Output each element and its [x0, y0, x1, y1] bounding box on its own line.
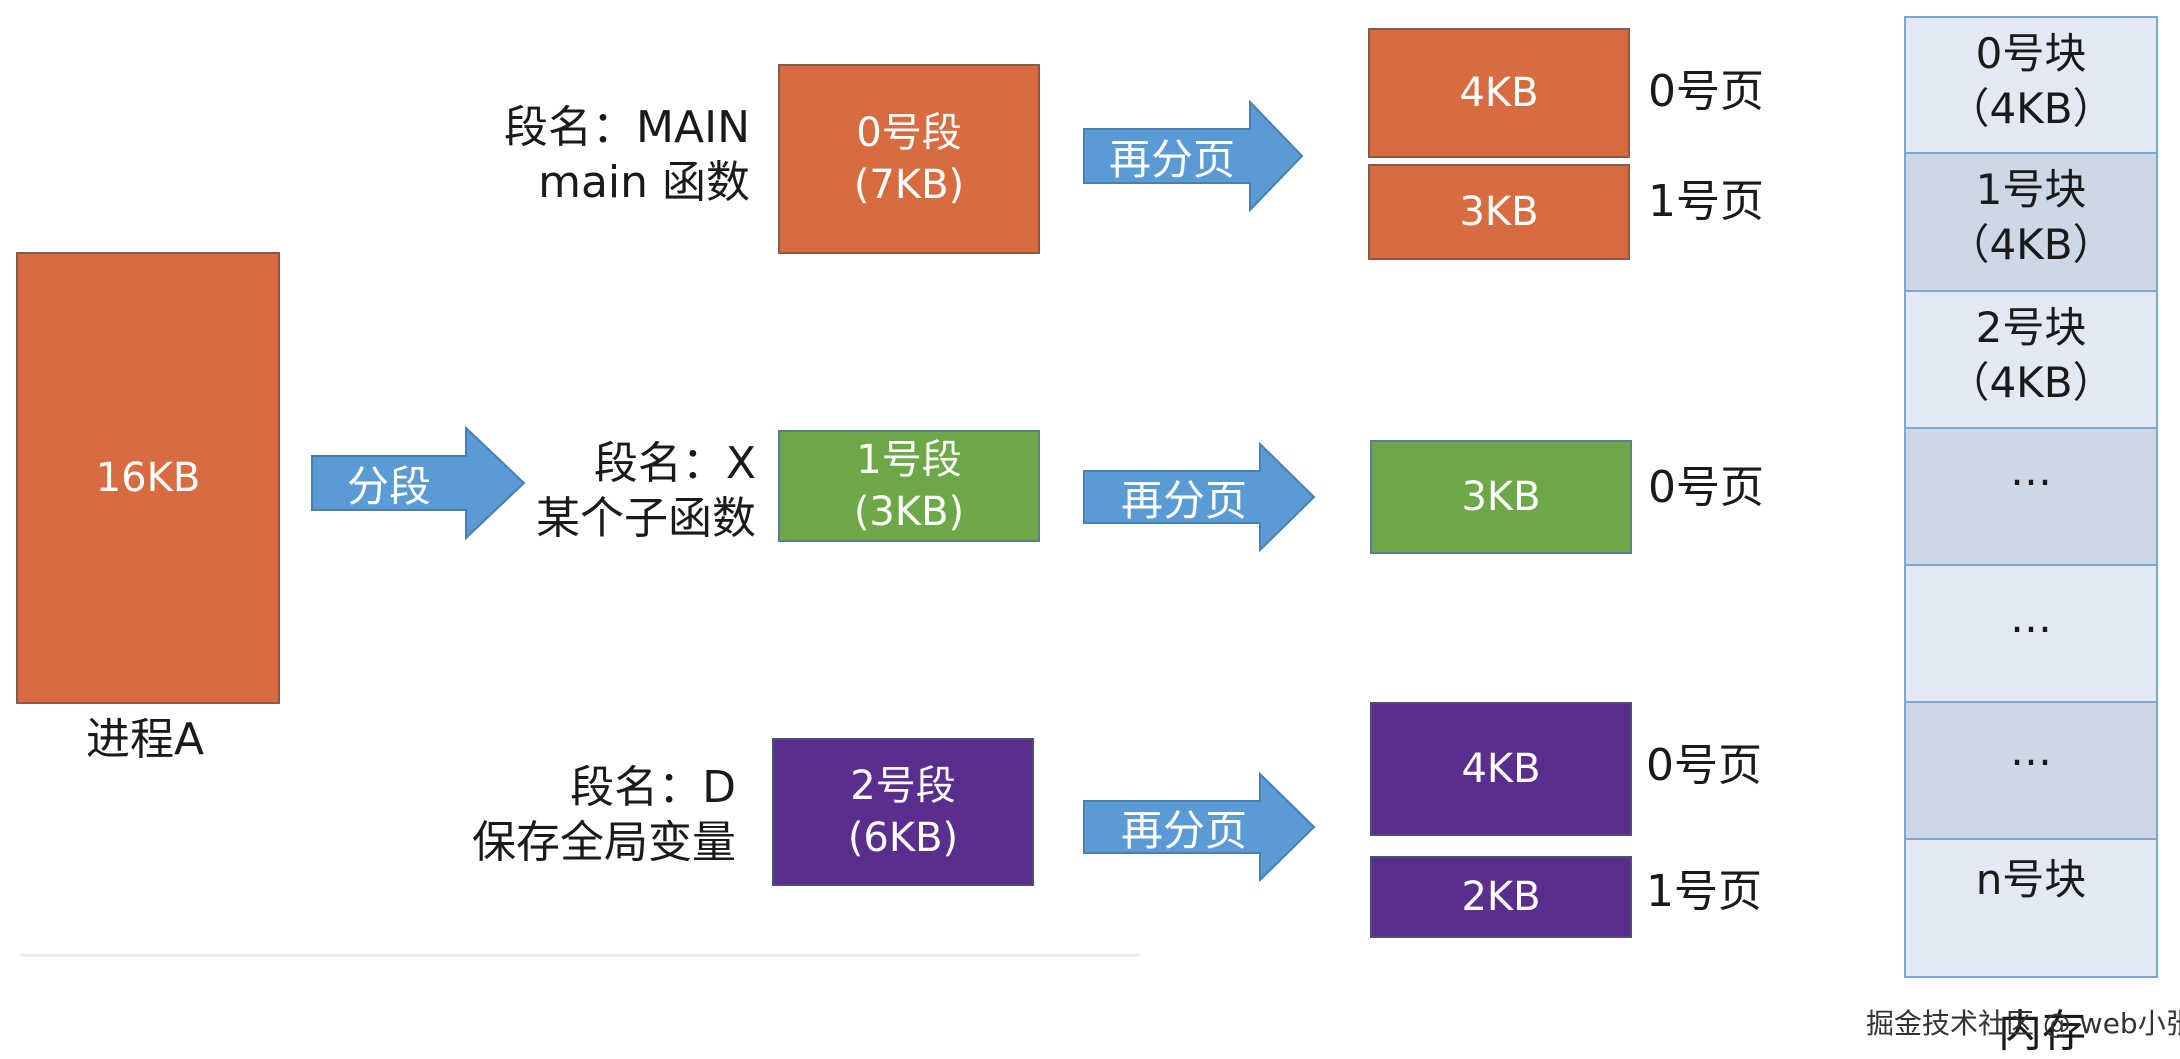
segment-0-page-0-block: 4KB — [1368, 28, 1630, 158]
segment-2-name-line: 段名：D — [570, 762, 736, 813]
segment-2-name: 段名：D 保存全局变量 — [420, 760, 736, 870]
segment-0-size: (7KB) — [853, 162, 965, 208]
memory-block-2: 2号块 （4KB） — [1904, 292, 2158, 429]
memory-block-ellipsis-2: … — [1904, 566, 2158, 703]
segment-arrow-label: 分段 — [346, 461, 431, 511]
memory-block-1-size: （4KB） — [1947, 220, 2115, 270]
segment-2-page-arrow: 再分页 — [1083, 771, 1316, 883]
process-size: 16KB — [95, 455, 201, 501]
segment-0-page-arrow-label: 再分页 — [1108, 134, 1235, 184]
segment-2-desc-line: 保存全局变量 — [472, 817, 736, 868]
memory-block-1: 1号块 （4KB） — [1904, 154, 2158, 292]
segment-1-page-arrow-label: 再分页 — [1120, 475, 1247, 525]
segment-0-page-1-block: 3KB — [1368, 164, 1630, 260]
segment-0-page-0-label: 0号页 — [1648, 66, 1764, 117]
memory-block-0: 0号块 （4KB） — [1904, 16, 2158, 154]
memory-block-4-name: … — [2010, 593, 2052, 642]
segment-1-page-0-label: 0号页 — [1648, 462, 1764, 513]
memory-block-6-name: n号块 — [1975, 855, 2087, 904]
segment-2-page-0-block: 4KB — [1370, 702, 1632, 836]
segment-2-page-0-size: 4KB — [1461, 746, 1541, 792]
memory-block-3-name: … — [2010, 446, 2052, 495]
segment-1-page-0-block: 3KB — [1370, 440, 1632, 554]
memory-block-1-name: 1号块 — [1975, 165, 2087, 214]
segment-arrow-icon — [311, 425, 526, 541]
segment-2-size: (6KB) — [847, 815, 959, 861]
segment-0-page-0-size: 4KB — [1459, 70, 1539, 116]
memory-block-0-name: 0号块 — [1975, 29, 2087, 78]
process-caption: 进程A — [86, 714, 205, 765]
segment-1-name: 段名：X 某个子函数 — [420, 436, 756, 546]
segment-0-desc-line: main 函数 — [538, 157, 750, 208]
segment-arrow: 分段 — [311, 425, 526, 541]
faint-bottom-rule — [20, 954, 1140, 957]
segment-1-title: 1号段 — [856, 437, 962, 483]
watermark: 掘金技术社区 @ web小张 — [1866, 1007, 2180, 1040]
segment-2-page-1-label: 1号页 — [1646, 866, 1762, 917]
segment-0-page-1-size: 3KB — [1459, 189, 1539, 235]
segment-1-page-0-size: 3KB — [1461, 474, 1541, 520]
page-arrow-icon — [1083, 441, 1316, 553]
memory-caption: 内存 — [1998, 1006, 2086, 1057]
memory-block-ellipsis-3: … — [1904, 703, 2158, 840]
process-a-block: 16KB — [16, 252, 280, 704]
memory-block-5-name: … — [2010, 726, 2052, 775]
segment-0-page-1-label: 1号页 — [1648, 176, 1764, 227]
segment-0-name-line: 段名：MAIN — [504, 102, 750, 153]
segment-1-size: (3KB) — [853, 489, 965, 535]
segment-2-block: 2号段 (6KB) — [772, 738, 1034, 886]
segment-2-title: 2号段 — [850, 763, 956, 809]
page-arrow-icon — [1083, 771, 1316, 883]
segment-2-page-0-label: 0号页 — [1646, 740, 1762, 791]
memory-block-2-size: （4KB） — [1947, 358, 2115, 408]
segment-0-page-arrow: 再分页 — [1083, 99, 1304, 213]
segment-2-page-1-block: 2KB — [1370, 856, 1632, 938]
page-arrow-icon — [1083, 99, 1304, 213]
memory-block-0-size: （4KB） — [1947, 84, 2115, 134]
memory-block-2-name: 2号块 — [1975, 303, 2087, 352]
segment-0-block: 0号段 (7KB) — [778, 64, 1040, 254]
segment-1-name-line: 段名：X — [593, 438, 756, 489]
segment-1-desc-line: 某个子函数 — [536, 493, 756, 544]
segment-2-page-1-size: 2KB — [1461, 874, 1541, 920]
segment-2-page-arrow-label: 再分页 — [1120, 805, 1247, 855]
memory-block-ellipsis-1: … — [1904, 429, 2158, 566]
memory-block-n: n号块 — [1904, 840, 2158, 978]
segment-0-name: 段名：MAIN main 函数 — [420, 100, 750, 210]
segment-1-page-arrow: 再分页 — [1083, 441, 1316, 553]
segment-1-block: 1号段 (3KB) — [778, 430, 1040, 542]
segment-0-title: 0号段 — [856, 110, 962, 156]
